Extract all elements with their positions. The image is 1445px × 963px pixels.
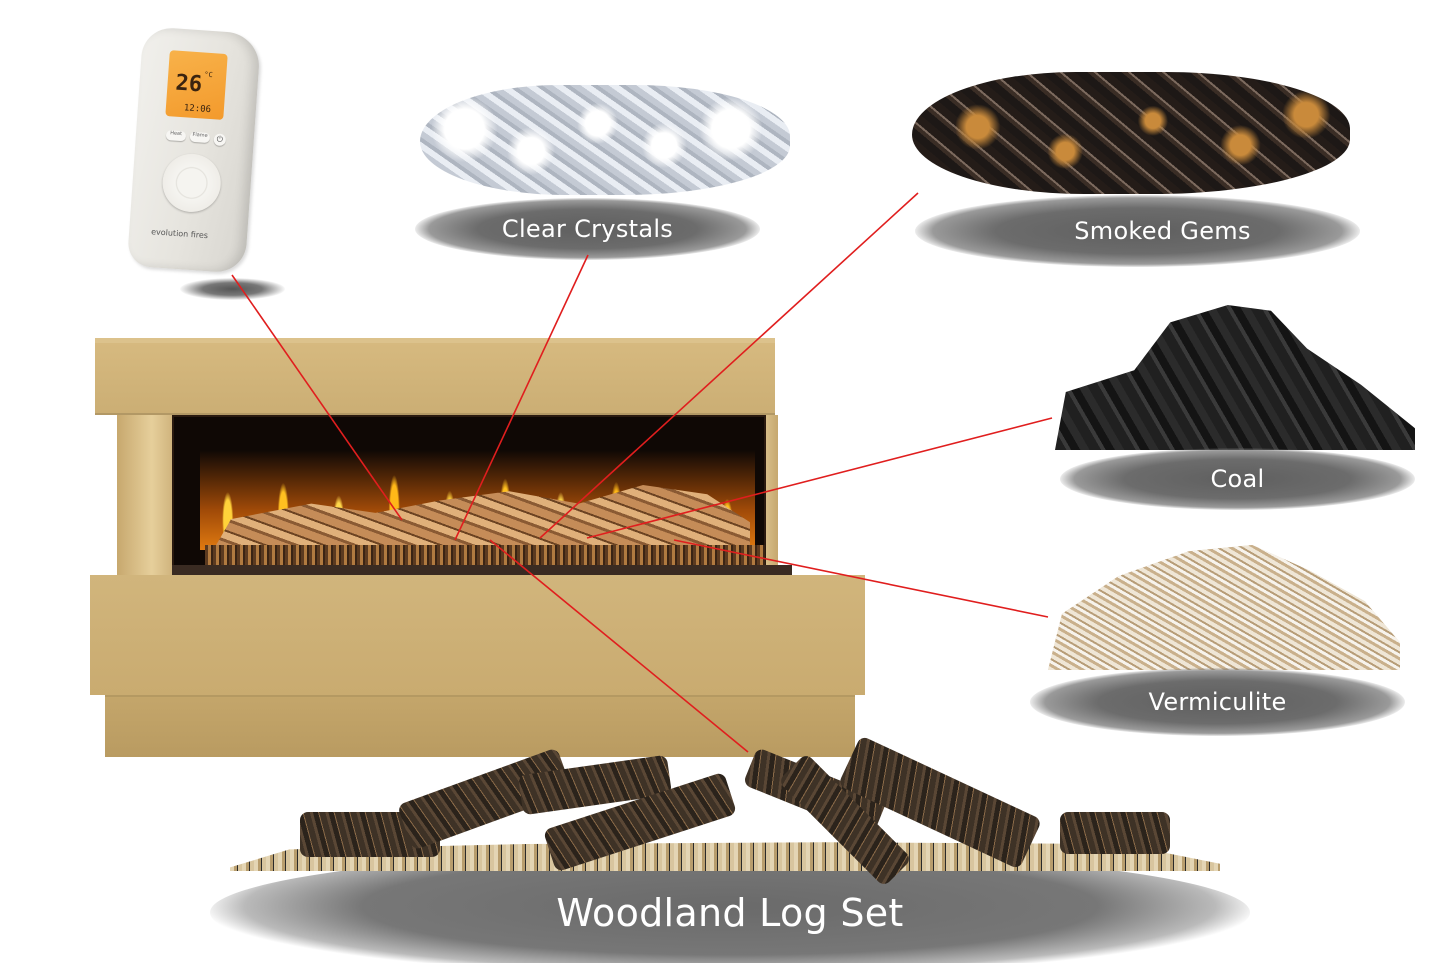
coal-label-pill: Coal: [1060, 448, 1415, 510]
vermiculite-label: Vermiculite: [1148, 688, 1287, 716]
remote-dial: [160, 151, 223, 214]
remote-brand-text: evolution fires: [150, 227, 209, 241]
power-icon: ⏻: [213, 133, 227, 147]
mantel-shelf: [95, 343, 775, 415]
smoked-gems-label: Smoked Gems: [1074, 217, 1251, 245]
remote-heat-button: Heat: [165, 130, 187, 142]
clear-crystals-label-pill: Clear Crystals: [415, 198, 760, 260]
log-piece: [1060, 812, 1170, 854]
coal-image: [1055, 305, 1415, 450]
fireplace-lower-body: [90, 575, 865, 695]
firebox-glass-base: [172, 565, 792, 575]
clear-crystals-label: Clear Crystals: [501, 215, 674, 243]
fireplace-plinth: [105, 695, 855, 757]
remote-time: 12:06: [183, 103, 212, 116]
clear-crystals-image: [420, 85, 790, 195]
firebox-ember-bed: [205, 545, 765, 565]
remote-temperature-unit: °C: [204, 70, 213, 80]
smoked-gems-label-pill: Smoked Gems: [915, 195, 1360, 267]
remote-button-row: Heat Flame ⏻: [165, 130, 227, 147]
remote-flame-button: Flame: [189, 131, 211, 144]
remote-control: 26 °C 12:06 Heat Flame ⏻ evolution fires: [126, 26, 262, 274]
vermiculite-label-pill: Vermiculite: [1030, 668, 1405, 736]
woodland-log-set-label: Woodland Log Set: [556, 890, 904, 935]
remote-shadow: [180, 278, 285, 300]
remote-temperature: 26: [174, 70, 203, 98]
remote-lcd-screen: 26 °C 12:06: [165, 50, 228, 120]
coal-label: Coal: [1210, 465, 1265, 493]
mantel-shelf-top: [95, 338, 775, 344]
mantel-pillar-left: [117, 415, 175, 590]
remote-brand-logo: evolution fires: [151, 227, 208, 240]
vermiculite-image: [1048, 545, 1400, 670]
smoked-gems-image: [912, 72, 1350, 194]
